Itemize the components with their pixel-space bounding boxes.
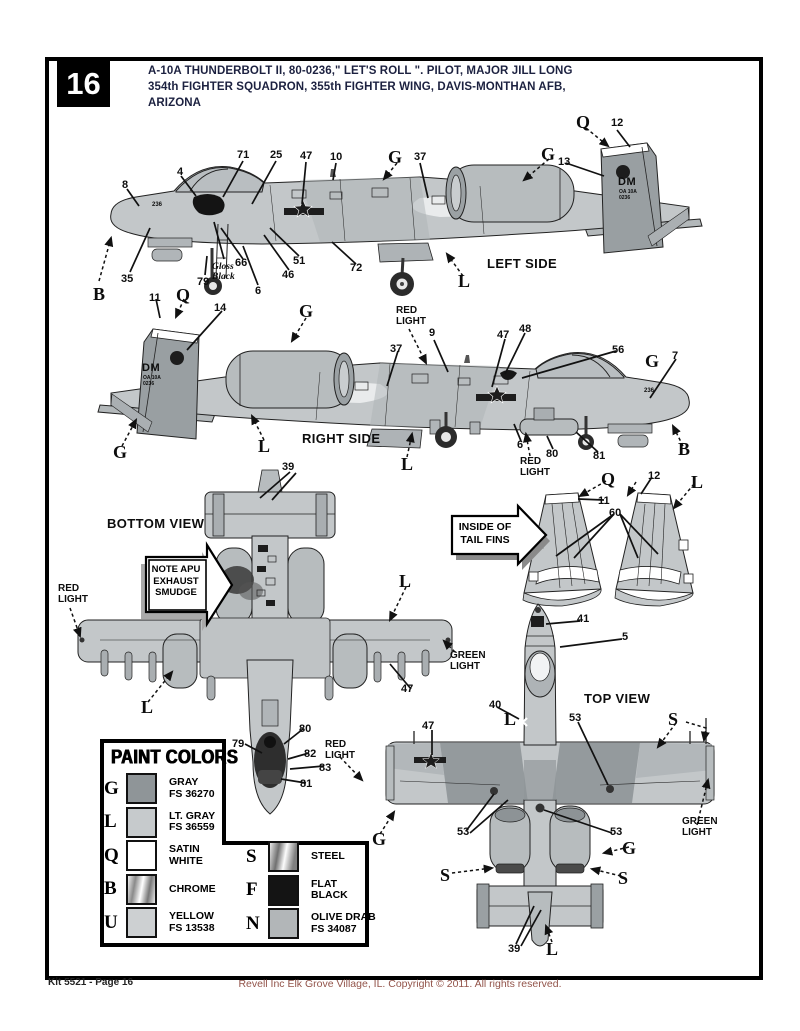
paint-swatch	[126, 873, 157, 905]
apu-note-arrow	[141, 541, 234, 631]
tail-fins-note-line: TAIL FINS	[460, 533, 510, 546]
paint-label: CHROME	[169, 882, 216, 895]
leader-lines-dashed	[69, 127, 711, 943]
page-title: A-10A THUNDERBOLT II, 80-0236," LET'S RO…	[148, 63, 572, 111]
footer-kit-page: Kit 5521 - Page 16	[48, 977, 134, 988]
paint-code: Q	[104, 844, 119, 866]
apu-note: NOTE APU EXHAUST SMUDGE	[147, 564, 205, 599]
tail-fins-inset-drawing	[522, 492, 694, 607]
top-view-drawing	[385, 603, 715, 947]
paint-code: L	[104, 811, 117, 833]
paint-code: U	[104, 911, 118, 933]
paint-code: B	[104, 878, 117, 900]
step-number-box: 16	[57, 60, 110, 107]
footer-copyright: Revell Inc Elk Grove Village, IL. Copyri…	[238, 978, 562, 990]
paint-swatch	[268, 908, 299, 940]
leader-lines-solid	[126, 129, 677, 947]
bottom-view-drawing	[77, 469, 453, 815]
apu-note-line: NOTE APU	[151, 564, 201, 575]
paint-color-row-S: S STEEL	[246, 840, 376, 874]
right-side-view-drawing	[97, 328, 690, 450]
title-line-3: ARIZONA	[148, 97, 202, 109]
paint-swatch	[268, 874, 299, 906]
paint-color-row-B: B CHROME	[104, 873, 216, 907]
tail-fins-note-arrow	[450, 503, 550, 570]
step-number: 16	[66, 65, 101, 101]
paint-code: F	[246, 879, 258, 901]
page-border	[45, 57, 763, 980]
left-side-view-drawing	[110, 142, 703, 296]
tail-fins-note: INSIDE OF TAIL FINS	[453, 521, 517, 546]
apu-note-line: SMUDGE	[155, 587, 197, 598]
title-line-2: 354th FIGHTER SQUADRON, 355th FIGHTER WI…	[148, 81, 566, 93]
paint-colors-box	[100, 739, 369, 947]
apu-note-line: EXHAUST	[153, 575, 199, 587]
paint-label: STEEL	[311, 850, 345, 862]
paint-swatch	[126, 907, 157, 939]
paint-swatch	[126, 773, 157, 805]
paint-colors-title: PAINT COLORS	[111, 746, 239, 769]
paint-code: N	[246, 912, 260, 934]
paint-swatch	[126, 806, 157, 838]
tail-fins-note-line: INSIDE OF	[458, 521, 512, 533]
title-line-1: A-10A THUNDERBOLT II, 80-0236," LET'S RO…	[148, 65, 573, 77]
paint-swatch	[126, 840, 157, 872]
paint-swatch	[268, 841, 299, 873]
paint-code: G	[104, 777, 119, 799]
paint-code: S	[246, 845, 257, 867]
